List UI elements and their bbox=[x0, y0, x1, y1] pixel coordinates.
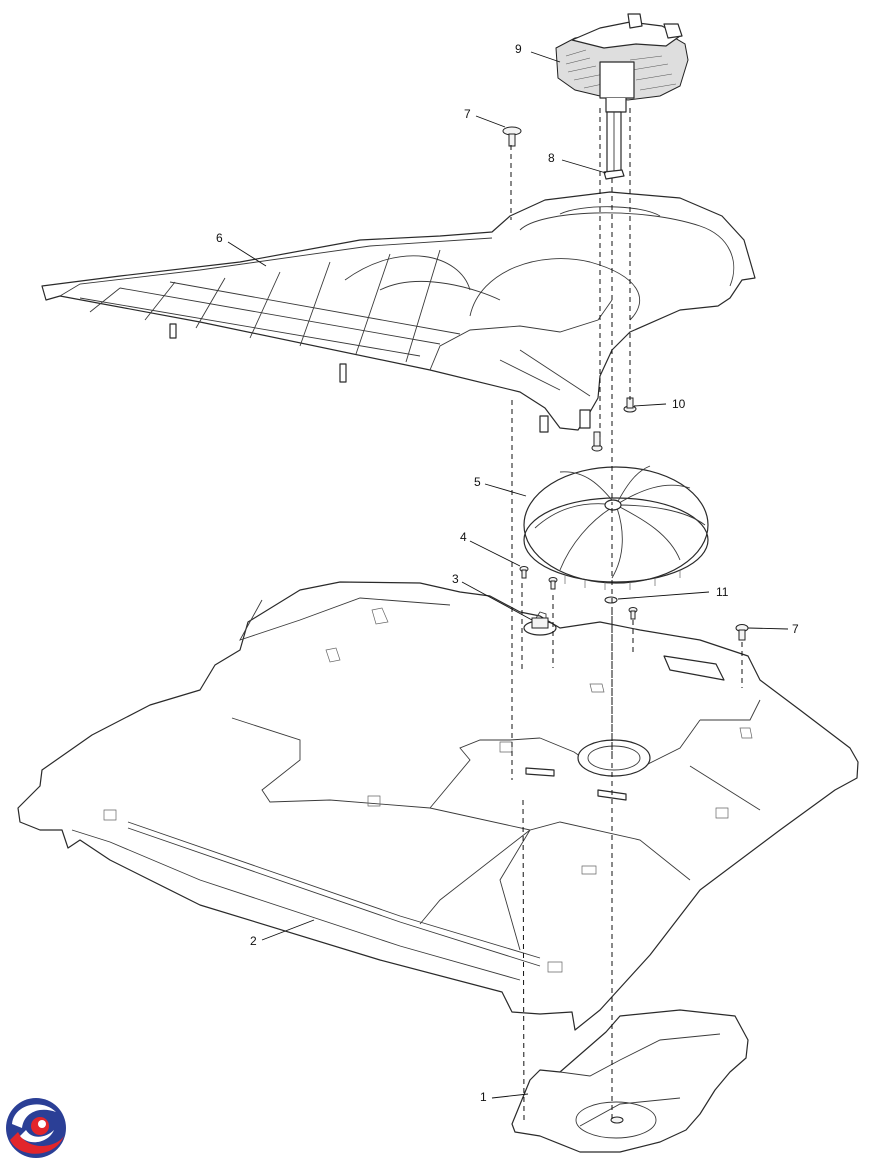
alignment-dashed-lines bbox=[510, 108, 743, 1121]
air-duct-housing-part bbox=[41, 191, 756, 433]
fan-motor-part bbox=[555, 13, 689, 175]
callout-4: 4 bbox=[460, 530, 467, 544]
callout-3: 3 bbox=[452, 572, 459, 586]
screw-part-right-7 bbox=[735, 624, 749, 641]
screw-part-4 bbox=[519, 566, 529, 579]
base-panel-part bbox=[17, 581, 859, 1031]
bracket-part-3 bbox=[523, 611, 557, 636]
callout-9: 9 bbox=[515, 42, 522, 56]
callout-7-right: 7 bbox=[792, 622, 799, 636]
callout-5: 5 bbox=[474, 475, 481, 489]
callout-1: 1 bbox=[480, 1090, 487, 1104]
lower-cover-part bbox=[511, 1009, 749, 1153]
callout-2: 2 bbox=[250, 934, 257, 948]
washer-part-11 bbox=[604, 596, 618, 604]
callout-6: 6 bbox=[216, 231, 223, 245]
callout-labels: 9 7 8 6 10 5 4 3 11 7 2 1 bbox=[216, 42, 799, 1104]
callout-11: 11 bbox=[716, 585, 729, 599]
brand-swirl-logo-icon bbox=[6, 1098, 66, 1158]
retaining-clip-part bbox=[603, 169, 625, 180]
callout-leaders bbox=[227, 51, 789, 1099]
fan-impeller-part bbox=[523, 465, 709, 590]
screw-part-4b bbox=[548, 577, 558, 590]
screw-under-housing bbox=[591, 431, 603, 452]
callout-10: 10 bbox=[672, 397, 686, 411]
callout-8: 8 bbox=[548, 151, 555, 165]
screw-part-10 bbox=[623, 397, 637, 413]
screw-part-top bbox=[502, 126, 522, 147]
callout-7-top: 7 bbox=[464, 107, 471, 121]
screw-part-right bbox=[628, 607, 638, 620]
